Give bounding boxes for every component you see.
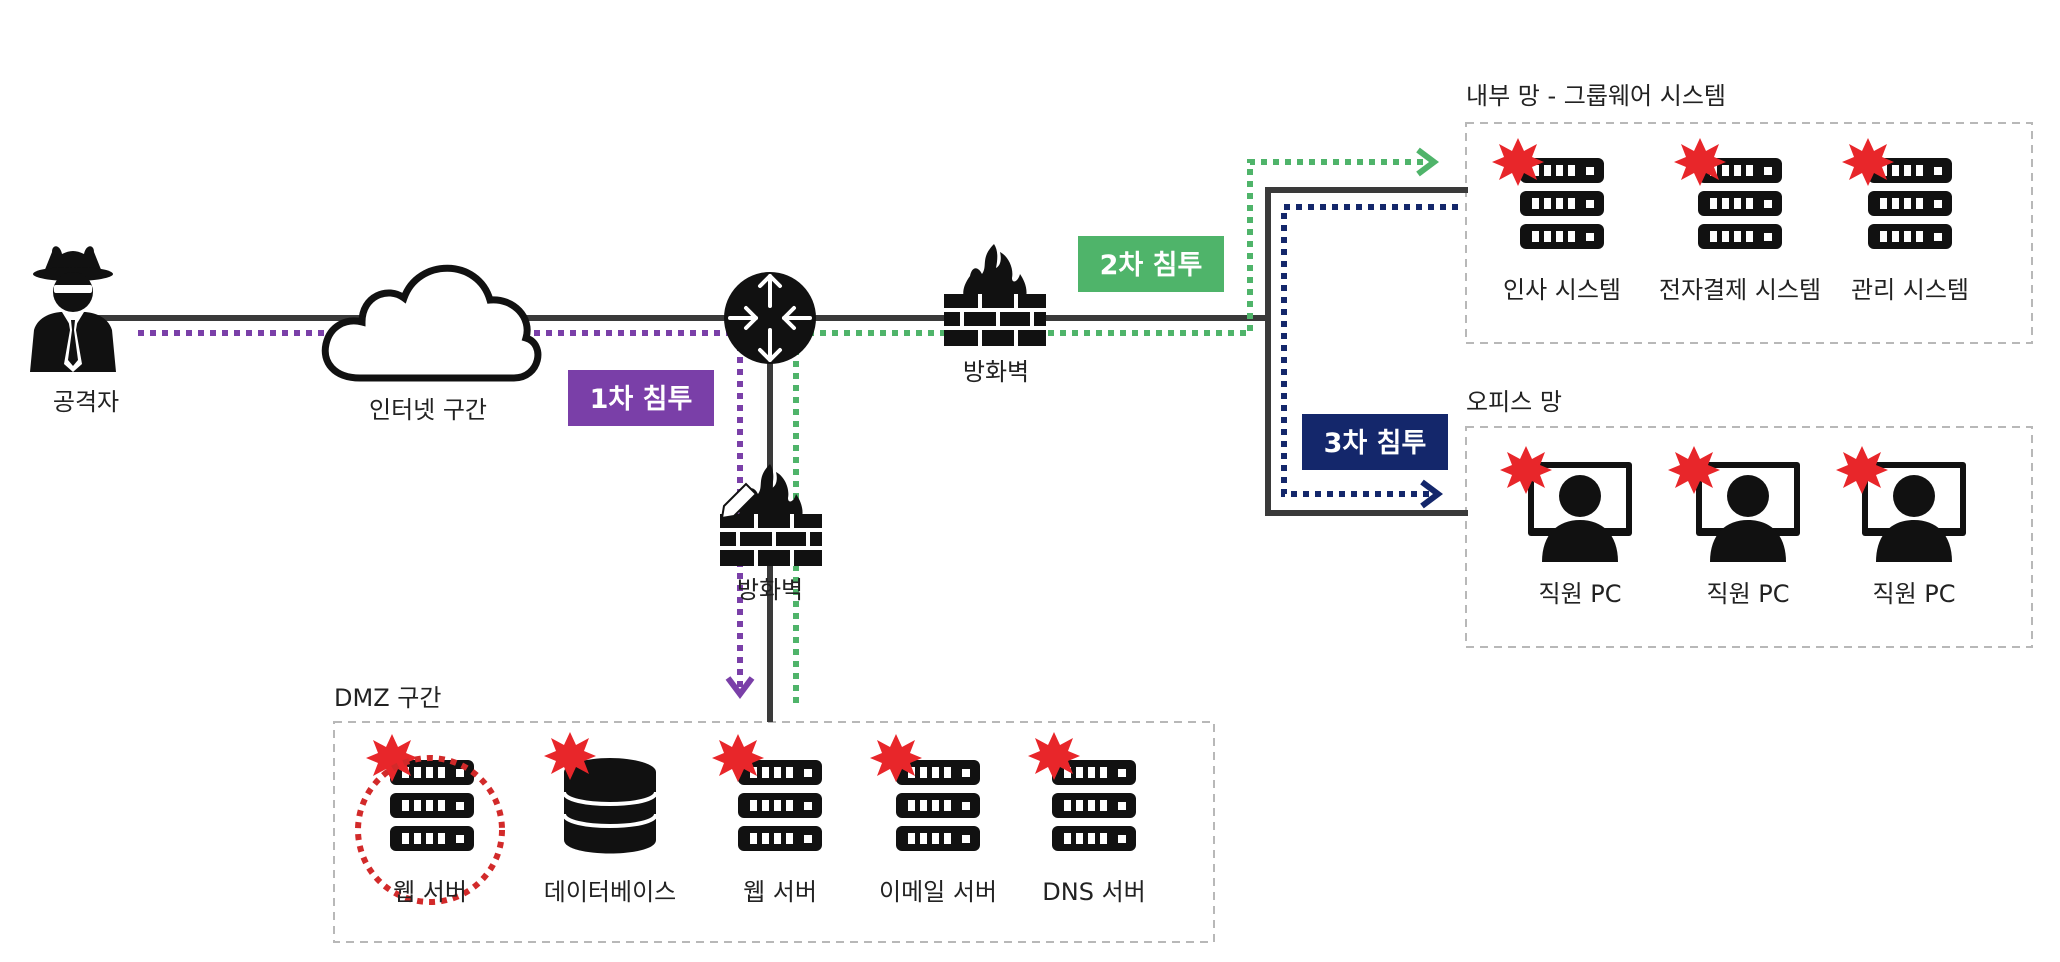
badge-first-attack: 1차 침투 xyxy=(568,370,714,426)
compromised-burst-icon xyxy=(1836,446,1888,494)
compromised-burst-icon xyxy=(1674,138,1726,186)
office-zone-title: 오피스 망 xyxy=(1466,388,1562,416)
server-label: 관리 시스템 xyxy=(1851,276,1969,304)
compromised-burst-icon xyxy=(870,734,922,782)
badge-second-label: 2차 침투 xyxy=(1100,250,1203,281)
compromised-burst-icon xyxy=(1500,446,1552,494)
server-label: DNS 서버 xyxy=(1042,878,1145,906)
badge-third-label: 3차 침투 xyxy=(1324,428,1427,459)
server-icon xyxy=(390,760,474,851)
firewall-dmz-label: 방화벽 xyxy=(737,576,803,604)
employee-pc-item: 직원 PC xyxy=(1500,446,1632,608)
server-item: 관리 시스템 xyxy=(1842,138,1969,304)
employee-pc-item: 직원 PC xyxy=(1836,446,1966,608)
compromised-burst-icon xyxy=(1668,446,1720,494)
internet-label: 인터넷 구간 xyxy=(369,396,487,424)
network-links xyxy=(90,187,1468,722)
dmz-zone-title: DMZ 구간 xyxy=(334,684,441,712)
compromised-burst-icon xyxy=(1492,138,1544,186)
server-icon xyxy=(1052,760,1136,851)
server-item: 인사 시스템 xyxy=(1492,138,1621,304)
employee-pc-item: 직원 PC xyxy=(1668,446,1800,608)
pc-label: 직원 PC xyxy=(1538,580,1621,608)
dmz-zone xyxy=(333,721,1215,943)
badge-second-attack: 2차 침투 xyxy=(1078,236,1224,292)
database-icon xyxy=(562,758,658,854)
attack-path-3 xyxy=(1281,204,1458,509)
server-icon xyxy=(896,760,980,851)
pc-label: 직원 PC xyxy=(1706,580,1789,608)
server-label: 웹 서버 xyxy=(393,878,467,906)
compromised-burst-icon xyxy=(544,732,596,780)
compromised-burst-icon xyxy=(1842,138,1894,186)
database-label: 데이터베이스 xyxy=(544,878,676,906)
pencil-cursor-icon xyxy=(720,482,758,520)
server-item: 웹 서버 xyxy=(355,734,505,906)
server-item: 전자결제 시스템 xyxy=(1659,138,1821,304)
server-item: 이메일 서버 xyxy=(870,734,997,906)
server-item: DNS 서버 xyxy=(1028,732,1146,906)
internal-zone-title: 내부 망 - 그룹웨어 시스템 xyxy=(1466,82,1726,110)
user-pc-icon xyxy=(1528,462,1632,562)
internet-cloud-icon xyxy=(321,264,542,382)
router-icon xyxy=(724,272,816,364)
server-item: 웹 서버 xyxy=(712,734,822,906)
server-label: 전자결제 시스템 xyxy=(1659,276,1821,304)
firewall-icon xyxy=(944,244,1046,346)
database-item: 데이터베이스 xyxy=(544,732,676,906)
office-network-zone xyxy=(1465,426,2033,648)
attacker-icon xyxy=(30,246,116,372)
compromised-burst-icon xyxy=(712,734,764,782)
pc-label: 직원 PC xyxy=(1872,580,1955,608)
user-pc-icon xyxy=(1696,462,1800,562)
highlight-circle xyxy=(355,755,505,905)
server-icon xyxy=(738,760,822,851)
server-label: 웹 서버 xyxy=(743,878,817,906)
user-pc-icon xyxy=(1862,462,1966,562)
attacker-label: 공격자 xyxy=(53,388,119,416)
badge-first-label: 1차 침투 xyxy=(590,384,693,415)
server-label: 인사 시스템 xyxy=(1503,276,1621,304)
compromised-burst-icon xyxy=(1028,732,1080,780)
firewall-main-label: 방화벽 xyxy=(963,358,1029,386)
badge-third-attack: 3차 침투 xyxy=(1302,414,1448,470)
internal-network-zone xyxy=(1465,122,2033,344)
server-label: 이메일 서버 xyxy=(879,878,997,906)
compromised-burst-icon xyxy=(366,734,418,782)
